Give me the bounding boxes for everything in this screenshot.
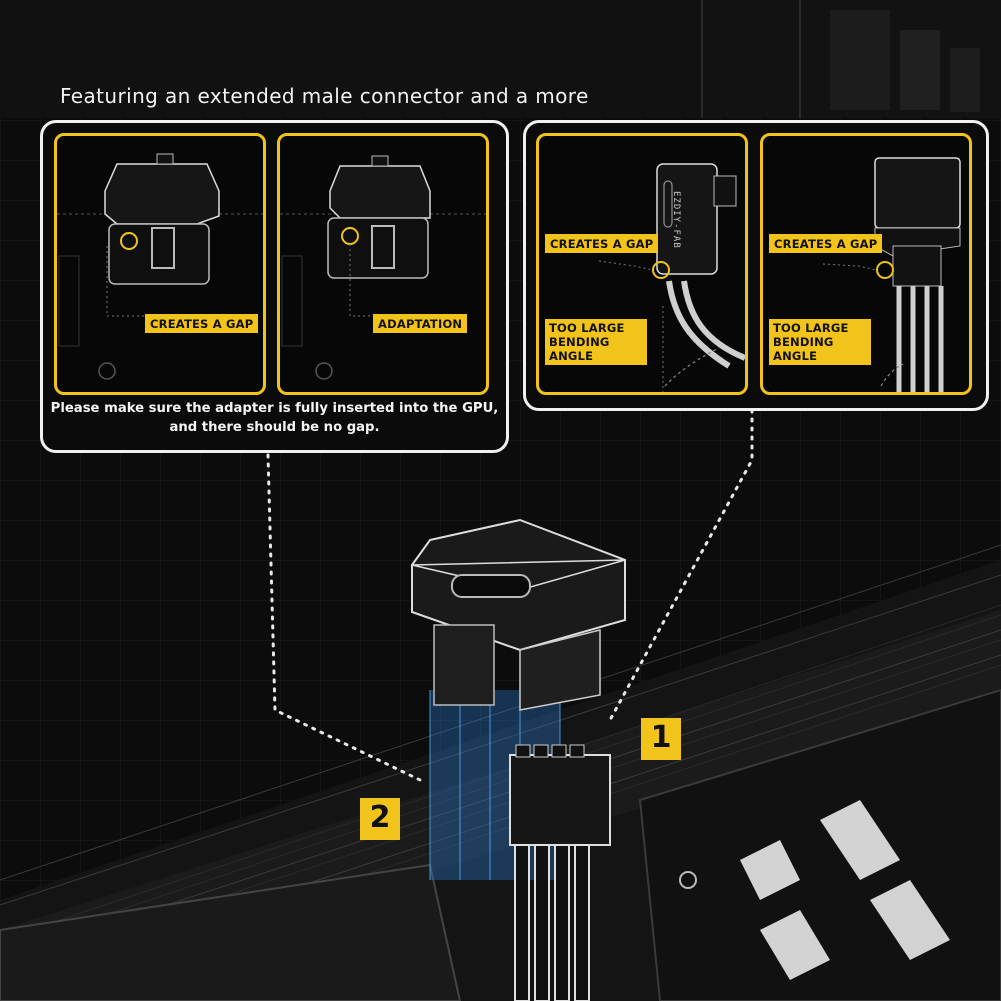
insertion-notice: Please make sure the adapter is fully in… <box>43 399 506 437</box>
cell-bending-1: CREATES A GAP TOO LARGE BENDING ANGLE EZ… <box>536 133 748 395</box>
tag-line-1: TOO LARGE <box>549 321 625 335</box>
headline: Featuring an extended male connector and… <box>60 84 589 108</box>
marker-1: 1 <box>641 718 681 760</box>
connector-illustration <box>280 155 486 380</box>
notice-line-1: Please make sure the adapter is fully in… <box>50 401 499 416</box>
tag-creates-gap: CREATES A GAP <box>145 314 259 333</box>
bent-cable-illustration <box>598 163 745 392</box>
gap-comparison-panel: CREATES A GAP ADAPTATION Please make sur… <box>40 120 509 453</box>
bending-comparison-panel: CREATES A GAP TOO LARGE BENDING ANGLE EZ… <box>523 120 989 411</box>
bent-cable-illustration <box>822 157 961 392</box>
connector-illustration <box>57 153 263 380</box>
tag-creates-gap: CREATES A GAP <box>545 234 659 253</box>
brand-label: EZDIY-FAB <box>671 191 681 249</box>
cell-bending-2: CREATES A GAP TOO LARGE BENDING ANGLE <box>760 133 972 395</box>
notice-line-2: and there should be no gap. <box>169 420 380 435</box>
tag-line-2: BENDING ANGLE <box>773 335 834 363</box>
tag-creates-gap: CREATES A GAP <box>769 234 883 253</box>
cell-creates-gap: CREATES A GAP <box>54 133 266 395</box>
tag-adaptation: ADAPTATION <box>373 314 468 333</box>
cell-adaptation: ADAPTATION <box>277 133 489 395</box>
tag-bending-angle: TOO LARGE BENDING ANGLE <box>545 319 647 365</box>
tag-bending-angle: TOO LARGE BENDING ANGLE <box>769 319 871 365</box>
tag-line-2: BENDING ANGLE <box>549 335 610 363</box>
tag-line-1: TOO LARGE <box>773 321 849 335</box>
marker-2: 2 <box>360 798 400 840</box>
top-decoration <box>700 0 1001 118</box>
